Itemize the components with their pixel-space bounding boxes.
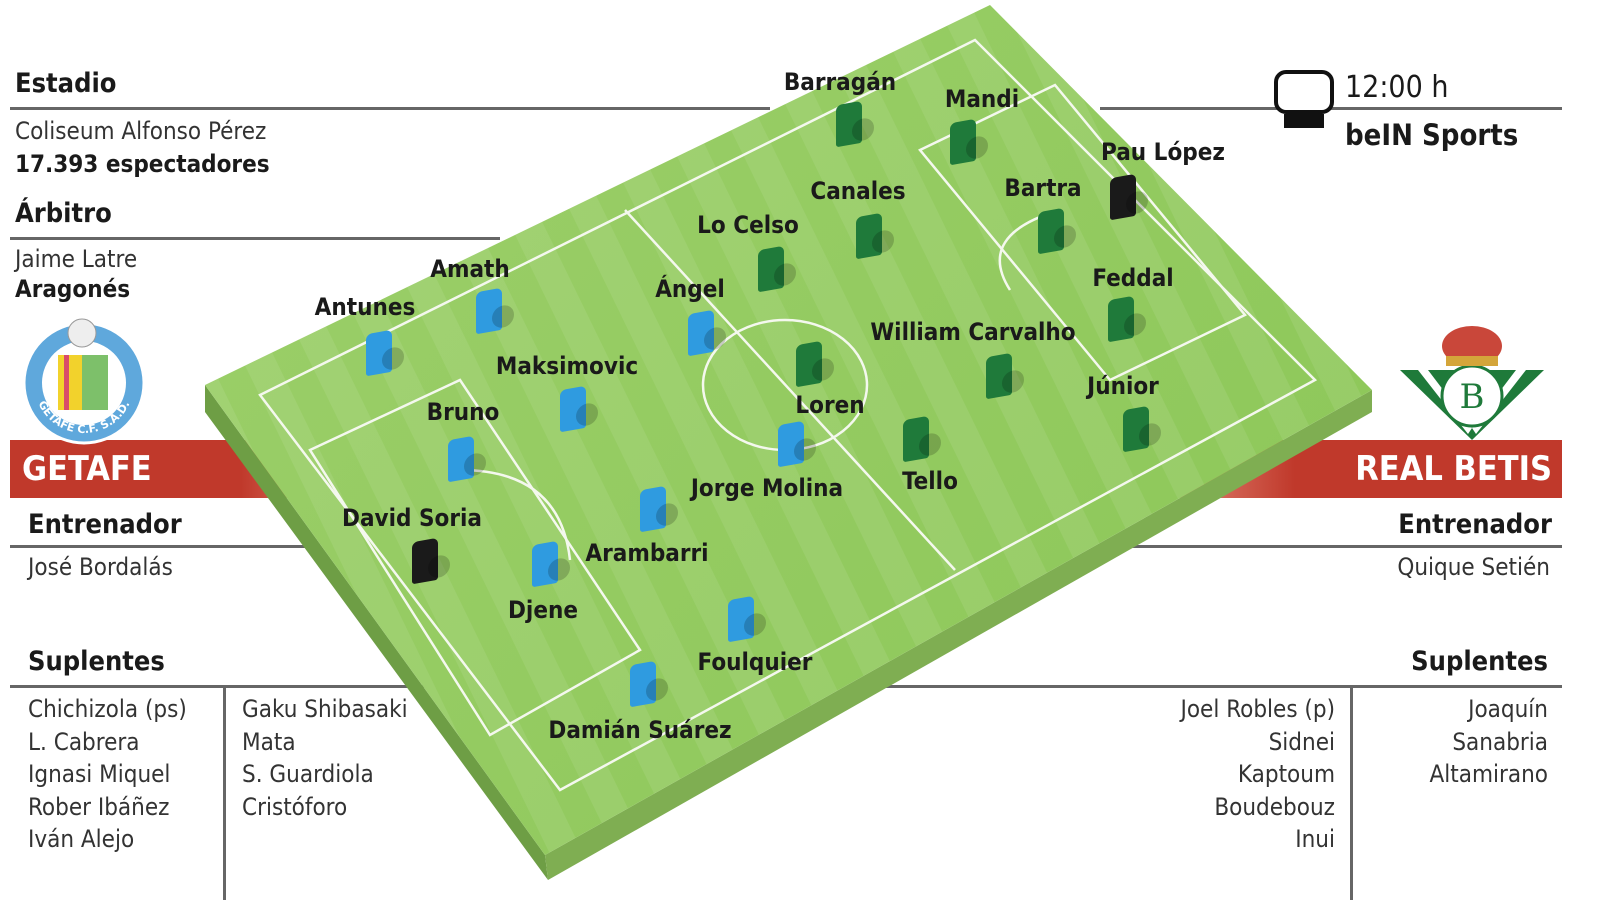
substitute-name: Boudebouz: [1214, 792, 1335, 821]
getafe-crest: GETAFE C.F. S.A.D.: [22, 318, 146, 445]
player-name: Lo Celso: [697, 211, 799, 239]
player-figure-icon: [1038, 207, 1064, 255]
home-subs-heading: Suplentes: [28, 646, 165, 677]
substitute-name: Joaquín: [1468, 695, 1548, 723]
divider: [10, 237, 500, 240]
substitute-name: Gaku Shibasaki: [242, 695, 408, 723]
substitute-name: Ignasi Miquel: [28, 760, 171, 788]
stadium-name: Coliseum Alfonso Pérez: [15, 117, 267, 145]
divider: [10, 685, 510, 688]
away-subs-heading: Suplentes: [1411, 646, 1548, 677]
player-name: Pau López: [1101, 138, 1225, 166]
tv-stand-icon: [1284, 114, 1324, 128]
substitute-name: Rober Ibáñez: [28, 792, 170, 821]
player-name: Barragán: [783, 68, 897, 96]
player-name: Bruno: [426, 398, 500, 426]
home-team-name: GETAFE: [22, 449, 152, 489]
player-figure-icon: [778, 420, 804, 468]
divider: [223, 687, 226, 900]
player-figure-icon: [1123, 405, 1149, 453]
player-figure-icon: [688, 309, 714, 357]
away-coach-heading: Entrenador: [1398, 509, 1552, 540]
player-figure-icon: [1108, 295, 1134, 343]
player-name: David Soria: [342, 504, 482, 532]
stadium-heading: Estadio: [15, 68, 117, 99]
referee-region: Aragonés: [15, 275, 131, 303]
substitute-name: Altamirano: [1429, 760, 1549, 788]
player-figure-icon: [476, 287, 502, 335]
attendance: 17.393 espectadores: [15, 150, 270, 178]
player-name: William Carvalho: [870, 318, 1076, 346]
player-name: Djene: [508, 596, 578, 624]
player-name: Mandi: [944, 85, 1020, 113]
player-name: Damián Suárez: [548, 716, 732, 744]
player-name: Canales: [810, 177, 906, 205]
substitute-name: L. Cabrera: [28, 727, 140, 756]
player-figure-icon: [640, 485, 666, 533]
player-figure-icon: [630, 660, 656, 708]
player-figure-icon: [950, 118, 976, 166]
player-figure-icon: [836, 100, 862, 148]
home-coach: José Bordalás: [28, 553, 173, 581]
player-figure-icon: [1110, 173, 1136, 221]
substitute-name: Kaptoum: [1237, 760, 1335, 788]
player-figure-icon: [903, 415, 929, 463]
betis-crest: B: [1400, 326, 1544, 440]
substitute-name: Sidnei: [1268, 727, 1335, 756]
player-figure-icon: [412, 537, 438, 585]
kickoff-time: 12:00 h: [1345, 70, 1449, 105]
player-name: Tello: [902, 467, 958, 495]
player-name: Jorge Molina: [690, 474, 844, 502]
player-figure-icon: [986, 352, 1012, 400]
player-figure-icon: [366, 329, 392, 377]
svg-text:B: B: [1460, 377, 1485, 417]
tv-icon: [1274, 70, 1334, 114]
player-figure-icon: [758, 245, 784, 293]
player-name: Ángel: [655, 275, 725, 303]
player-name: Feddal: [1092, 264, 1174, 292]
player-figure-icon: [560, 385, 586, 433]
player-name: Bartra: [1004, 174, 1082, 202]
substitute-name: Cristóforo: [242, 792, 348, 821]
away-team-name: REAL BETIS: [1355, 449, 1552, 489]
substitute-name: Iván Alejo: [28, 825, 135, 853]
substitute-name: Sanabria: [1452, 727, 1548, 756]
player-name: Foulquier: [697, 648, 813, 676]
player-name: Maksimovic: [495, 352, 639, 380]
player-name: Antunes: [314, 293, 416, 321]
divider: [10, 545, 310, 548]
player-figure-icon: [448, 435, 474, 483]
away-coach: Quique Setién: [1397, 553, 1550, 581]
player-name: Amath: [430, 255, 510, 283]
referee-name: Jaime Latre: [15, 245, 138, 273]
home-coach-heading: Entrenador: [28, 509, 182, 540]
substitute-name: Mata: [242, 727, 296, 756]
player-name: Júnior: [1087, 372, 1159, 400]
player-figure-icon: [856, 212, 882, 260]
substitute-name: Chichizola (ps): [28, 695, 187, 723]
player-figure-icon: [532, 540, 558, 588]
divider: [10, 107, 770, 110]
substitute-name: S. Guardiola: [242, 760, 374, 788]
divider: [1350, 687, 1353, 900]
divider: [1110, 545, 1562, 548]
player-name: Arambarri: [585, 539, 709, 567]
player-name: Loren: [795, 391, 865, 419]
substitute-name: Joel Robles (p): [1180, 695, 1335, 723]
referee-heading: Árbitro: [15, 198, 112, 229]
tv-channel: beIN Sports: [1345, 118, 1519, 152]
substitute-name: Inui: [1295, 825, 1335, 853]
player-figure-icon: [796, 340, 822, 388]
player-figure-icon: [728, 595, 754, 643]
divider: [860, 685, 1562, 688]
